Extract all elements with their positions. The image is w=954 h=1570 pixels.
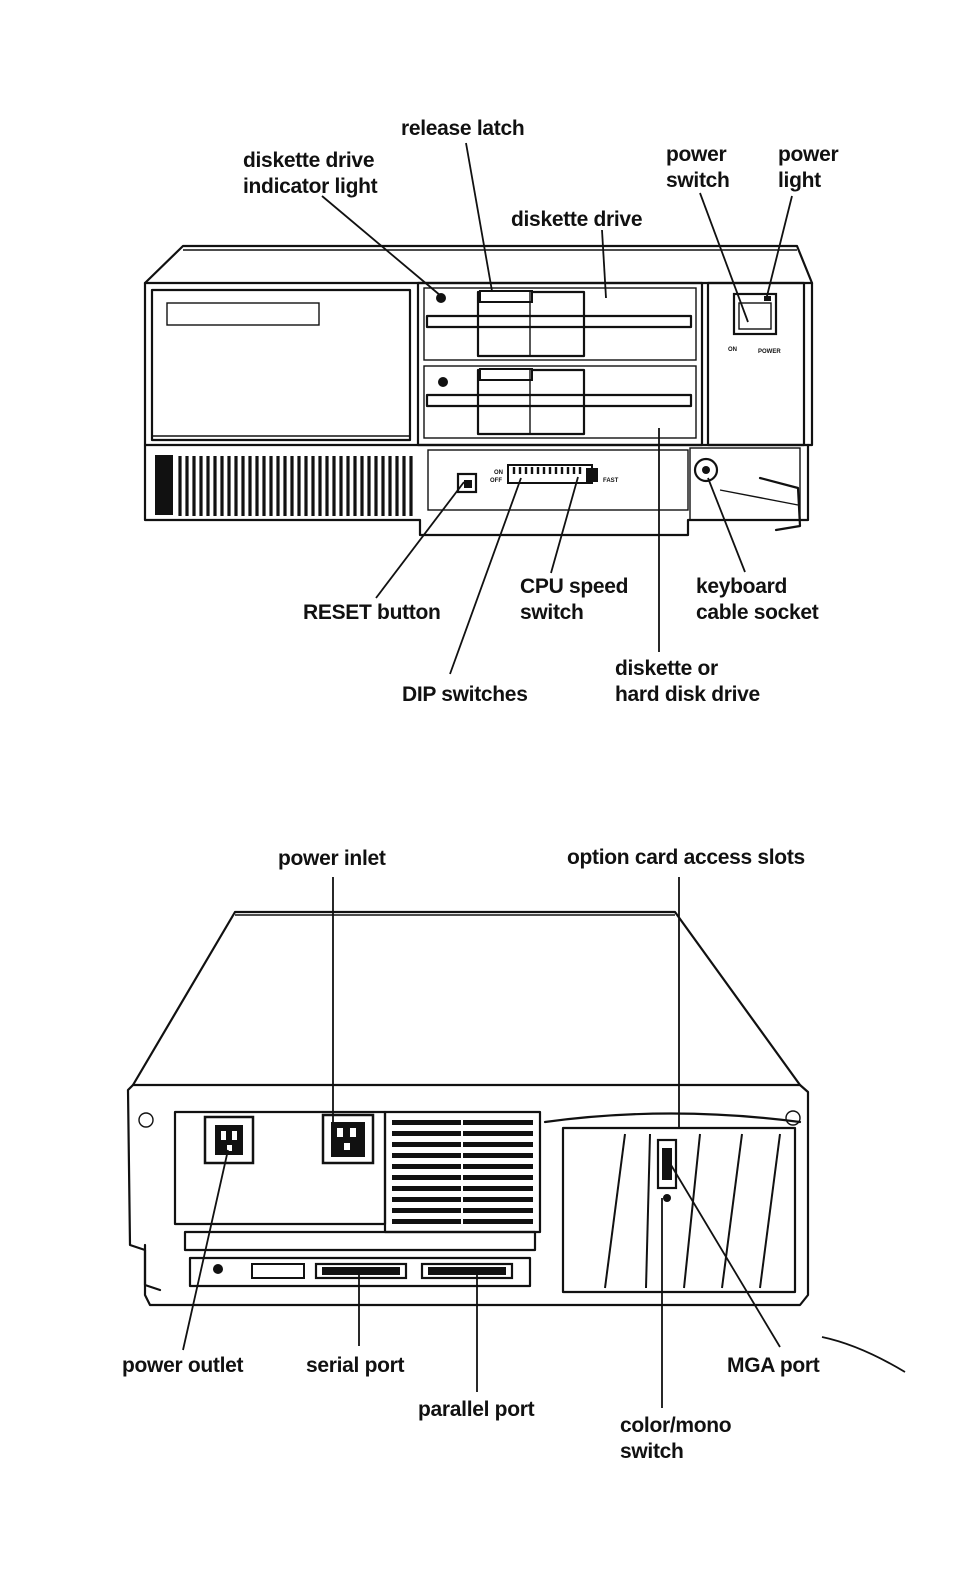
port-panel (188, 1256, 532, 1288)
left-bay-cover (150, 288, 412, 442)
diskette-slot (425, 314, 693, 329)
front-top-surface (143, 244, 814, 285)
card-slot-divider (604, 1133, 626, 1289)
power-light (764, 296, 771, 301)
label-serial-port: serial port (306, 1354, 405, 1377)
label-keyboard-socket-line1: keyboard (696, 575, 787, 598)
label-power-switch-line1: power (666, 143, 726, 166)
front-vent-grille (178, 456, 413, 516)
label-color-mono-line1: color/mono (620, 1414, 731, 1437)
front-view: ON POWER ON OFF FAST (143, 117, 839, 706)
label-power-light-line2: light (778, 169, 821, 192)
dip-on-mark: ON (494, 470, 503, 476)
label-dip-switches: DIP switches (402, 683, 528, 706)
upper-diskette-drive (423, 287, 697, 361)
rear-left-foot (143, 1243, 162, 1292)
dip-off-mark: OFF (490, 478, 502, 484)
label-power-switch-line2: switch (666, 169, 730, 192)
keyboard-bracket (758, 476, 802, 532)
label-cpu-speed-line2: switch (520, 601, 584, 624)
power-panel-label: POWER (758, 349, 781, 355)
unused-port-opening (251, 1263, 305, 1279)
release-latch[interactable] (479, 290, 533, 303)
card-slot-divider (759, 1133, 781, 1289)
front-leader-lines (321, 142, 793, 675)
label-color-mono-line2: switch (620, 1440, 684, 1463)
front-foot (155, 455, 173, 515)
label-hard-disk-line2: hard disk drive (615, 683, 760, 706)
label-power-outlet: power outlet (122, 1354, 244, 1377)
label-option-card-slots: option card access slots (567, 846, 805, 869)
label-plate (166, 302, 320, 326)
label-cpu-speed-line1: CPU speed (520, 575, 628, 598)
card-slot-divider (721, 1133, 743, 1289)
card-slot-divider (683, 1133, 701, 1289)
label-parallel-port: parallel port (418, 1398, 535, 1421)
label-hard-disk-line1: diskette or (615, 657, 718, 680)
label-reset-button: RESET button (303, 601, 441, 624)
option-card-access-slots (561, 1126, 797, 1294)
label-indicator-light-line2: indicator light (243, 175, 378, 198)
fast-mark: FAST (603, 478, 619, 484)
color-mono-switch[interactable] (663, 1194, 671, 1202)
lower-diskette-slot (425, 393, 693, 408)
cpu-speed-switch[interactable] (586, 468, 598, 482)
rear-screw-left (138, 1112, 154, 1128)
rear-leader-lines (182, 877, 906, 1408)
drive-bay (416, 281, 704, 447)
power-panel-on-mark: ON (728, 347, 737, 353)
slot-bracket-top (543, 1112, 802, 1124)
label-release-latch: release latch (401, 117, 524, 140)
port-shelf (183, 1230, 537, 1252)
card-slot-divider (645, 1133, 651, 1289)
label-indicator-light-line1: diskette drive (243, 149, 374, 172)
label-mga-port: MGA port (727, 1354, 820, 1377)
lower-diskette-drive (423, 365, 697, 439)
rear-view: power inlet option card access slots pow… (122, 846, 906, 1463)
label-power-inlet: power inlet (278, 847, 386, 870)
label-diskette-drive: diskette drive (511, 208, 642, 231)
label-power-light-line1: power (778, 143, 838, 166)
diskette-indicator-light (436, 293, 446, 303)
rear-panel (126, 1083, 810, 1307)
rear-screw-right (785, 1110, 801, 1126)
lower-indicator-light (438, 377, 448, 387)
power-panel (706, 281, 806, 447)
rear-top-surface (131, 910, 802, 1087)
label-keyboard-socket-line2: cable socket (696, 601, 819, 624)
